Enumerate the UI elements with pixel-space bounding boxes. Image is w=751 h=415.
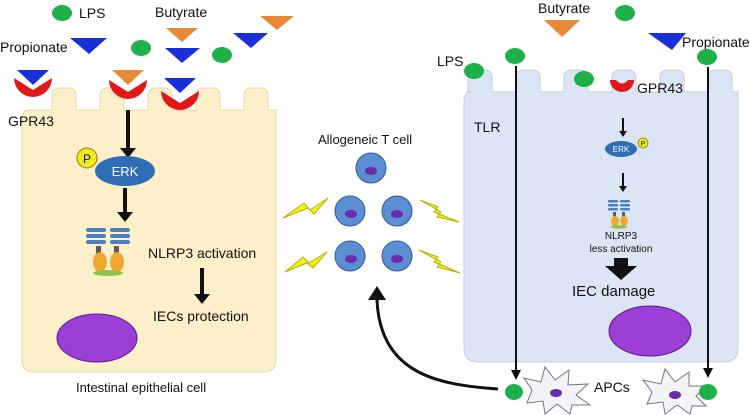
apc-nucleus <box>669 391 681 399</box>
butyrate-bound <box>112 70 144 85</box>
propionate-molecule <box>165 48 200 63</box>
lps-molecule <box>574 71 594 87</box>
butyrate-molecule <box>544 20 580 37</box>
t-cell <box>355 152 387 184</box>
butyrate-label: Butyrate <box>155 4 207 20</box>
gpr43-label: GPR43 <box>8 113 54 129</box>
tlr-signal-arrow-head <box>703 368 713 378</box>
lps-molecule <box>615 5 635 21</box>
tlr-label: TLR <box>474 119 500 135</box>
damage-arrow <box>605 258 637 280</box>
nucleus <box>56 313 138 363</box>
t-cell <box>381 240 413 272</box>
propionate-label: Propionate <box>682 34 750 50</box>
lps-molecule <box>505 384 523 400</box>
less-activation-label: less activation <box>590 244 653 255</box>
lightning-bolt-icon <box>418 249 461 274</box>
nucleus <box>608 305 692 357</box>
signal-arrow-head <box>117 212 133 222</box>
t-cell <box>334 240 366 272</box>
erk-protein <box>95 156 155 186</box>
t-cell <box>381 195 413 227</box>
iec-damage-label: IEC damage <box>572 283 655 300</box>
apcs-label: APCs <box>594 379 630 395</box>
gpr43-receptor <box>161 91 199 110</box>
propionate-label: Propionate <box>0 39 68 55</box>
gpr43-receptor <box>610 80 634 92</box>
allogeneic-t-cell-label: Allogeneic T cell <box>318 132 412 147</box>
erk-label: ERK <box>613 145 630 154</box>
gpr43-receptor <box>109 80 147 99</box>
phospho-label: P <box>641 141 646 148</box>
lps-molecule <box>52 5 72 21</box>
lightning-bolt-icon <box>282 197 329 219</box>
butyrate-molecule <box>166 28 198 42</box>
signal-arrow-head <box>194 294 210 304</box>
iecs-protection-label: IECs protection <box>153 308 249 324</box>
propionate-molecule <box>648 33 686 50</box>
erk-protein <box>605 141 637 157</box>
intestinal-epithelial-cell-label: Intestinal epithelial cell <box>76 380 206 395</box>
gpr43-label: GPR43 <box>637 80 683 96</box>
nlrp3-activation-label: NLRP3 activation <box>148 245 256 261</box>
propionate-bound <box>17 70 49 85</box>
signal-arrow-head <box>120 148 136 158</box>
apc-activation-arrow-head <box>368 286 386 300</box>
phospho-label: P <box>83 152 91 166</box>
signal-arrow-head <box>619 186 627 192</box>
propionate-bound <box>164 78 196 93</box>
erk-label: ERK <box>112 164 139 179</box>
propionate-molecule <box>70 38 107 54</box>
phospho-badge <box>637 137 649 149</box>
propionate-molecule <box>233 33 268 48</box>
nlrp3-label: NLRP3 <box>605 231 638 242</box>
lps-molecule <box>505 48 525 64</box>
lps-molecule <box>212 47 232 63</box>
lightning-bolt-icon <box>419 199 460 223</box>
apc-nucleus <box>550 389 562 397</box>
lps-molecule <box>697 49 717 65</box>
butyrate-label: Butyrate <box>538 0 590 16</box>
damaged-epithelial-cell-body <box>463 69 739 363</box>
tlr-signal-arrow-head <box>511 370 521 380</box>
lps-molecule <box>464 63 484 79</box>
lps-molecule <box>699 384 717 400</box>
apc-activation-arrow <box>375 299 499 391</box>
lightning-bolt-icon <box>284 251 328 273</box>
lps-label: LPS <box>437 53 463 69</box>
signal-arrow-head <box>619 131 627 137</box>
gpr43-receptor <box>14 78 52 97</box>
phospho-badge <box>76 147 98 169</box>
lps-molecule <box>131 40 151 56</box>
nlrp3-inflammasome-icon <box>608 200 630 229</box>
butyrate-molecule <box>260 16 294 30</box>
nlrp3-inflammasome-icon <box>86 228 130 276</box>
lps-label: LPS <box>79 5 105 21</box>
t-cell <box>334 195 366 227</box>
